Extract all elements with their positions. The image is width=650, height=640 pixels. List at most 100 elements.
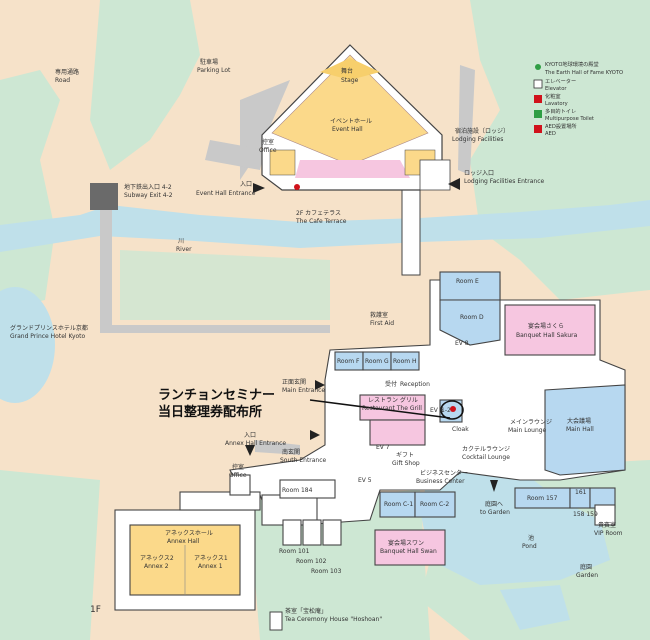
label-room-158-159: 158 159 [573,511,598,518]
label-room-g: Room G [365,358,389,365]
floor-label: 1F [90,605,101,615]
label-room-101: Room 101 [279,548,310,555]
label-subway-jp: 地下鉄出入口 4-2 [124,183,172,191]
label-business-jp: ビジネスセンター [420,469,468,477]
label-cafe-jp: 2F カフェテラス [296,210,341,217]
label-vip-jp: 貴賓室 [598,521,616,529]
label-lodging-en: Lodging Facilities [452,136,503,143]
label-road-en: Road [55,77,70,84]
label-cafe-en: The Cafe Terrace [295,218,347,225]
label-annex-hall-en: Annex Hall [167,538,200,545]
annotation-line [309,399,451,419]
label-room-c1: Room C-1 [384,501,413,508]
lodging-block [419,159,451,191]
label-garden-jp: 庭園へ [485,500,503,508]
aed-icon [534,125,542,133]
elevator-icon [533,79,543,89]
label-vip-en: VIP Room [594,530,623,537]
room-e [439,271,501,301]
label-river-en: River [176,246,192,253]
label-room-102: Room 102 [296,558,327,565]
label-river-jp: 川 [178,238,184,245]
label-business-en: Business Center [416,478,465,485]
label-main-lounge-en: Main Lounge [508,427,547,434]
label-ev8: EV 8 [455,340,469,347]
label-annex2-en: Annex 2 [144,563,169,570]
label-grill-en: Restaurant The Grill [362,405,422,412]
legend-multipurpose-jp: 多目的トイレ [545,107,576,115]
room-h [390,351,420,371]
label-office2-en: Office [229,472,247,479]
label-office-en: Office [259,147,277,154]
stage [320,58,380,80]
label-reception-en: Reception [400,381,430,388]
main-hall [544,384,626,476]
label-first-aid-jp: 救護室 [370,311,388,319]
label-annex-entrance-en: Annex Hall Entrance [225,440,286,447]
label-south-entrance-jp: 南玄関 [282,448,300,456]
event-hall-building [261,44,451,191]
label-annex2-jp: アネックス2 [140,555,174,562]
annex-building [114,474,261,611]
label-ev6: EV 6 [430,407,444,414]
roads [90,65,475,455]
label-stage-jp: 舞台 [341,67,353,75]
label-south-entrance-en: South Entrance [280,457,327,464]
label-sakura-en: Banquet Hall Sakura [516,332,578,339]
annotation-circle [440,400,464,420]
legend-elevator-en: Elevator [545,86,567,92]
hotel-pond [0,287,55,403]
legend-aed-en: AED [545,131,556,137]
label-garden2-jp: 庭園 [580,563,592,571]
label-gift-en: Gift Shop [392,460,420,467]
pond [420,470,610,585]
label-event-hall-jp: イベントホール [330,118,372,125]
label-event-entrance-en: Event Hall Entrance [196,190,256,197]
room-c2 [414,491,456,518]
annotation-line2: 当日整理券配布所 [158,404,262,420]
label-lodging-jp: 宿泊施設〔ロッジ〕 [455,127,509,135]
label-room-157: Room 157 [527,495,558,502]
legend-elevator-jp: エレベーター [545,77,576,85]
legend-lavatory-en: Lavatory [545,101,568,107]
multipurpose-toilet-icon [534,110,542,118]
label-garden-en: to Garden [480,509,510,516]
label-room-h: Room H [393,358,417,365]
legend-earth-jp: KYOTO地球環境の殿堂 [545,60,599,68]
label-office2-jp: 控室 [232,463,244,471]
label-lodge-entrance-en: Lodging Facilities Entrance [464,178,545,185]
subway-exit [90,183,118,210]
label-lodge-entrance-jp: ロッジ入口 [464,170,494,177]
water-areas [0,200,650,630]
label-office-jp: 控室 [262,138,274,146]
label-main-entrance-jp: 正面玄関 [282,378,306,386]
label-annex1-jp: アネックス1 [194,555,228,562]
label-subway-en: Subway Exit 4-2 [124,192,173,199]
label-tea-en: Tea Ceremony House "Hoshoan" [284,616,382,623]
banquet-hall-sakura [504,304,596,356]
label-garden2-en: Garden [576,572,598,579]
legend-lavatory-jp: 化粧室 [545,92,561,100]
label-sakura-jp: 宴会場さくら [528,322,564,330]
label-stage-en: Stage [341,77,359,84]
legend-aed-jp: AED設置場所 [545,122,577,130]
lavatory-icon [534,95,542,103]
label-parking-en: Parking Lot [197,67,231,74]
label-swan-jp: 宴会場スワン [388,539,424,547]
label-room-f: Room F [337,358,360,365]
room-d [439,299,501,346]
label-swan-en: Banquet Hall Swan [380,548,437,555]
label-cocktail-en: Cocktail Lounge [462,454,510,461]
legend-earth-en: The Earth Hall of Fame KYOTO [544,70,623,76]
label-room-161: 161 [575,489,587,496]
label-room-c2: Room C-2 [420,501,449,508]
label-pond-en: Pond [522,543,537,550]
label-main-hall-jp: 大会議場 [567,417,591,425]
bridge [401,189,421,276]
label-annex1-en: Annex 1 [198,563,223,570]
label-grill-jp: レストラン グリル [368,396,418,404]
label-reception-jp: 受付 [385,380,397,388]
label-main-entrance-en: Main Entrance [282,387,325,394]
